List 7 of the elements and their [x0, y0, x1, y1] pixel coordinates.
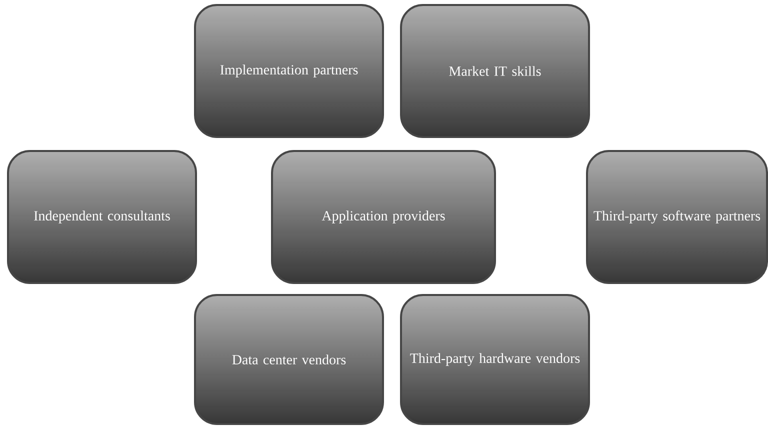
- rounded-box: Third-party software partners: [586, 150, 768, 284]
- rounded-box: Third-party hardware vendors: [400, 294, 590, 425]
- rounded-box: Application providers: [271, 150, 496, 284]
- rounded-box: Market IT skills: [400, 4, 590, 138]
- rounded-box: Data center vendors: [194, 294, 384, 425]
- rounded-box: Implementation partners: [194, 4, 384, 138]
- rounded-box: Independent consultants: [7, 150, 197, 284]
